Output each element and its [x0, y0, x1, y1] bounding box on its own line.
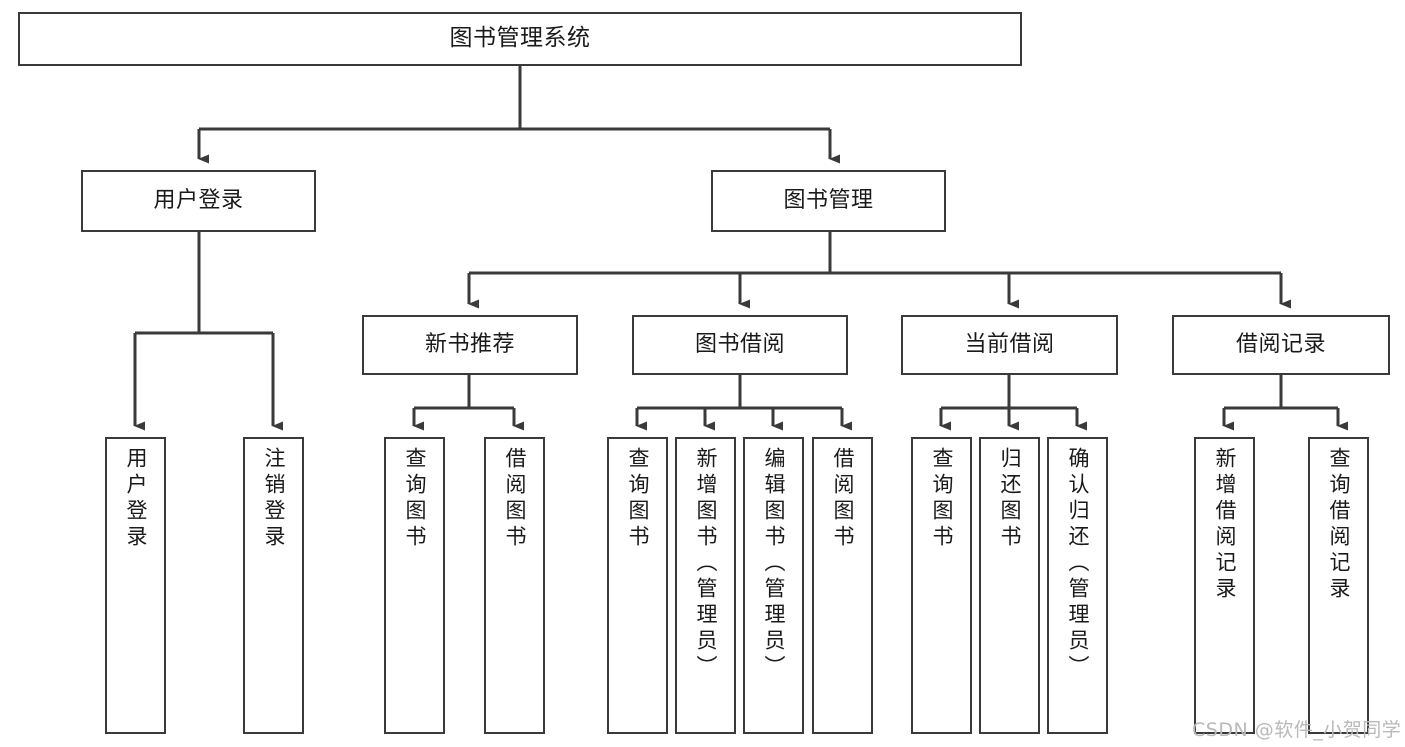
leaf-borrow-book[interactable]: 借阅图书	[812, 437, 873, 734]
node-label: 用户登录	[153, 188, 244, 214]
node-label: 确认归还（管理员）	[1066, 447, 1090, 681]
node-label: 新增图书（管理员）	[694, 447, 718, 681]
node-label: 注销登录	[262, 447, 286, 551]
node-label: 查询图书	[403, 447, 427, 551]
node-label: 归还图书	[998, 447, 1022, 551]
leaf-query-book-new-recommend[interactable]: 查询图书	[384, 437, 445, 734]
leaf-edit-book-admin[interactable]: 编辑图书（管理员）	[743, 437, 804, 734]
node-borrow-record[interactable]: 借阅记录	[1172, 315, 1390, 375]
node-label: 当前借阅	[964, 332, 1055, 358]
node-label: 编辑图书（管理员）	[762, 447, 786, 681]
node-current-borrow[interactable]: 当前借阅	[901, 315, 1118, 375]
node-book-management[interactable]: 图书管理	[711, 170, 946, 232]
node-label: 查询图书	[626, 447, 650, 551]
node-label: 新增借阅记录	[1213, 447, 1237, 603]
leaf-return-book[interactable]: 归还图书	[979, 437, 1040, 734]
node-label: 新书推荐	[424, 332, 515, 358]
node-label: 用户登录	[124, 447, 148, 551]
leaf-logout-login[interactable]: 注销登录	[243, 437, 304, 734]
leaf-borrow-book-new-recommend[interactable]: 借阅图书	[484, 437, 545, 734]
node-new-book-recommend[interactable]: 新书推荐	[362, 315, 578, 375]
leaf-confirm-return-admin[interactable]: 确认归还（管理员）	[1047, 437, 1108, 734]
csdn-watermark: CSDN @软件_小贺同学	[1192, 719, 1402, 741]
leaf-user-login[interactable]: 用户登录	[105, 437, 166, 734]
node-label: 图书管理系统	[449, 25, 591, 52]
node-user-login[interactable]: 用户登录	[81, 170, 316, 232]
leaf-add-book-admin[interactable]: 新增图书（管理员）	[675, 437, 736, 734]
leaf-add-borrow-record[interactable]: 新增借阅记录	[1194, 437, 1255, 734]
leaf-query-book-borrow[interactable]: 查询图书	[607, 437, 668, 734]
node-book-borrow[interactable]: 图书借阅	[632, 315, 848, 375]
leaf-query-borrow-record[interactable]: 查询借阅记录	[1308, 437, 1369, 734]
leaf-query-book-current[interactable]: 查询图书	[911, 437, 972, 734]
node-label: 图书管理	[783, 188, 874, 214]
node-label: 借阅记录	[1235, 332, 1326, 358]
node-root-book-management-system[interactable]: 图书管理系统	[18, 12, 1022, 66]
node-label: 借阅图书	[831, 447, 855, 551]
node-label: 图书借阅	[694, 332, 785, 358]
node-label: 查询借阅记录	[1327, 447, 1351, 603]
node-label: 借阅图书	[503, 447, 527, 551]
node-label: 查询图书	[930, 447, 954, 551]
